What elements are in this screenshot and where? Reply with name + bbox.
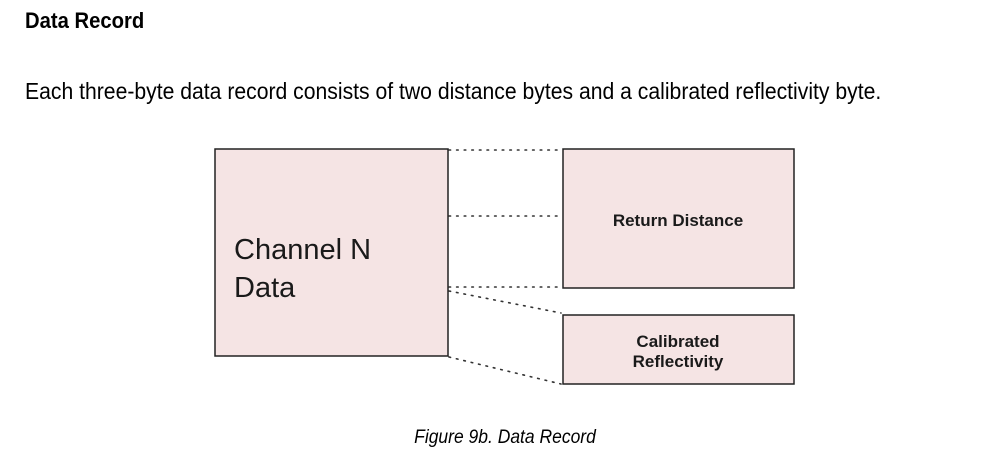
return-distance-rect bbox=[562, 148, 795, 289]
channel-data-label-line1: Channel N bbox=[234, 234, 371, 266]
connector-bottom bbox=[448, 356, 562, 385]
channel-data-label-line2: Data bbox=[234, 272, 296, 304]
connector-lower-diagonal bbox=[448, 290, 562, 314]
return-distance-label: Return Distance bbox=[613, 211, 743, 230]
figure-caption: Figure 9b. Data Record bbox=[414, 427, 596, 448]
reflectivity-box: Calibrated Reflectivity bbox=[562, 314, 795, 385]
reflectivity-label-line2: Reflectivity bbox=[633, 352, 724, 371]
return-distance-box: Return Distance bbox=[562, 148, 795, 289]
reflectivity-rect bbox=[562, 314, 795, 385]
section-heading: Data Record bbox=[25, 8, 145, 33]
reflectivity-label-line1: Calibrated bbox=[636, 332, 719, 351]
connector-lines bbox=[448, 149, 562, 385]
channel-data-box: Channel N Data bbox=[214, 148, 449, 357]
channel-data-rect bbox=[214, 148, 449, 357]
intro-paragraph: Each three-byte data record consists of … bbox=[25, 78, 882, 104]
